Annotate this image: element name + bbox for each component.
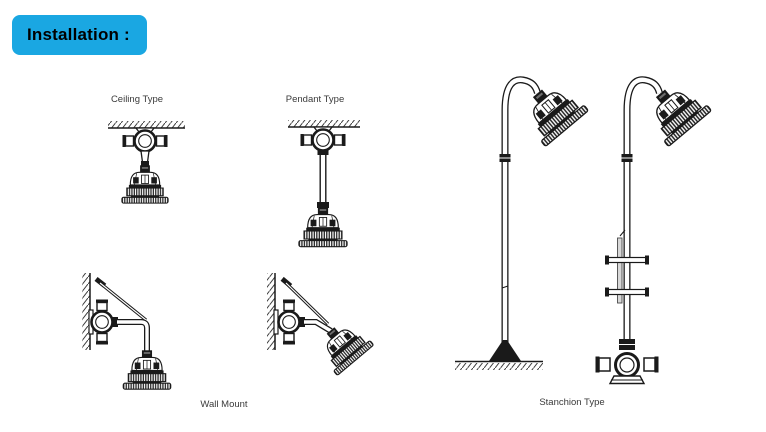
mount-arm [117, 320, 149, 352]
ceiling-type-diagram [108, 121, 185, 204]
arm-connector [299, 317, 305, 327]
junction-box-icon [121, 129, 169, 153]
wall-hatch [82, 273, 90, 350]
ground-hatch [455, 363, 543, 370]
strut [285, 282, 329, 325]
pole-tick [501, 285, 509, 289]
section-title-badge: Installation : [12, 15, 147, 55]
wall-hatch [267, 273, 275, 350]
ceiling-type-label: Ceiling Type [110, 94, 164, 105]
pole-clamp-lower [605, 287, 649, 297]
pole-base-flange [489, 340, 521, 361]
conduit-tick [619, 229, 626, 237]
lamp-fixture-icon [122, 349, 172, 390]
arm-connector [112, 317, 118, 327]
junction-box-icon [299, 128, 347, 152]
arm-knuckle [141, 161, 149, 166]
wall-mount-angled-diagram [267, 273, 375, 377]
stanchion-junction-diagram [595, 74, 713, 385]
junction-box-icon [90, 298, 114, 346]
strut [99, 282, 147, 321]
mount-arm-outline [117, 319, 150, 352]
pole-outline [501, 76, 541, 361]
pendant-type-label: Pendant Type [285, 94, 345, 105]
lamp-fixture-icon [515, 74, 590, 148]
pole-outline [623, 76, 663, 341]
pendant-type-diagram [288, 120, 360, 248]
ceiling-hatch [108, 121, 185, 128]
mount-arm [304, 320, 332, 333]
wall-mount-label: Wall Mount [200, 399, 248, 410]
lamp-fixture-icon [298, 206, 348, 248]
wall-mount-down-diagram [82, 273, 172, 390]
pole-collar-top [317, 150, 329, 155]
lamp-fixture-icon [638, 74, 713, 148]
ceiling-hatch [288, 120, 360, 127]
stanchion-ground-diagram [455, 74, 590, 370]
installation-diagrams [82, 74, 713, 390]
pole [502, 77, 540, 361]
base-junction-box [595, 352, 659, 385]
section-title: Installation : [27, 25, 130, 44]
junction-box-icon [277, 298, 301, 346]
pole-clamp-upper [605, 255, 649, 265]
pole [624, 77, 662, 341]
lamp-fixture-icon [121, 164, 169, 204]
stanchion-type-label: Stanchion Type [539, 397, 605, 408]
conduit-strip [617, 237, 623, 304]
pole-collar-bottom [317, 202, 329, 208]
